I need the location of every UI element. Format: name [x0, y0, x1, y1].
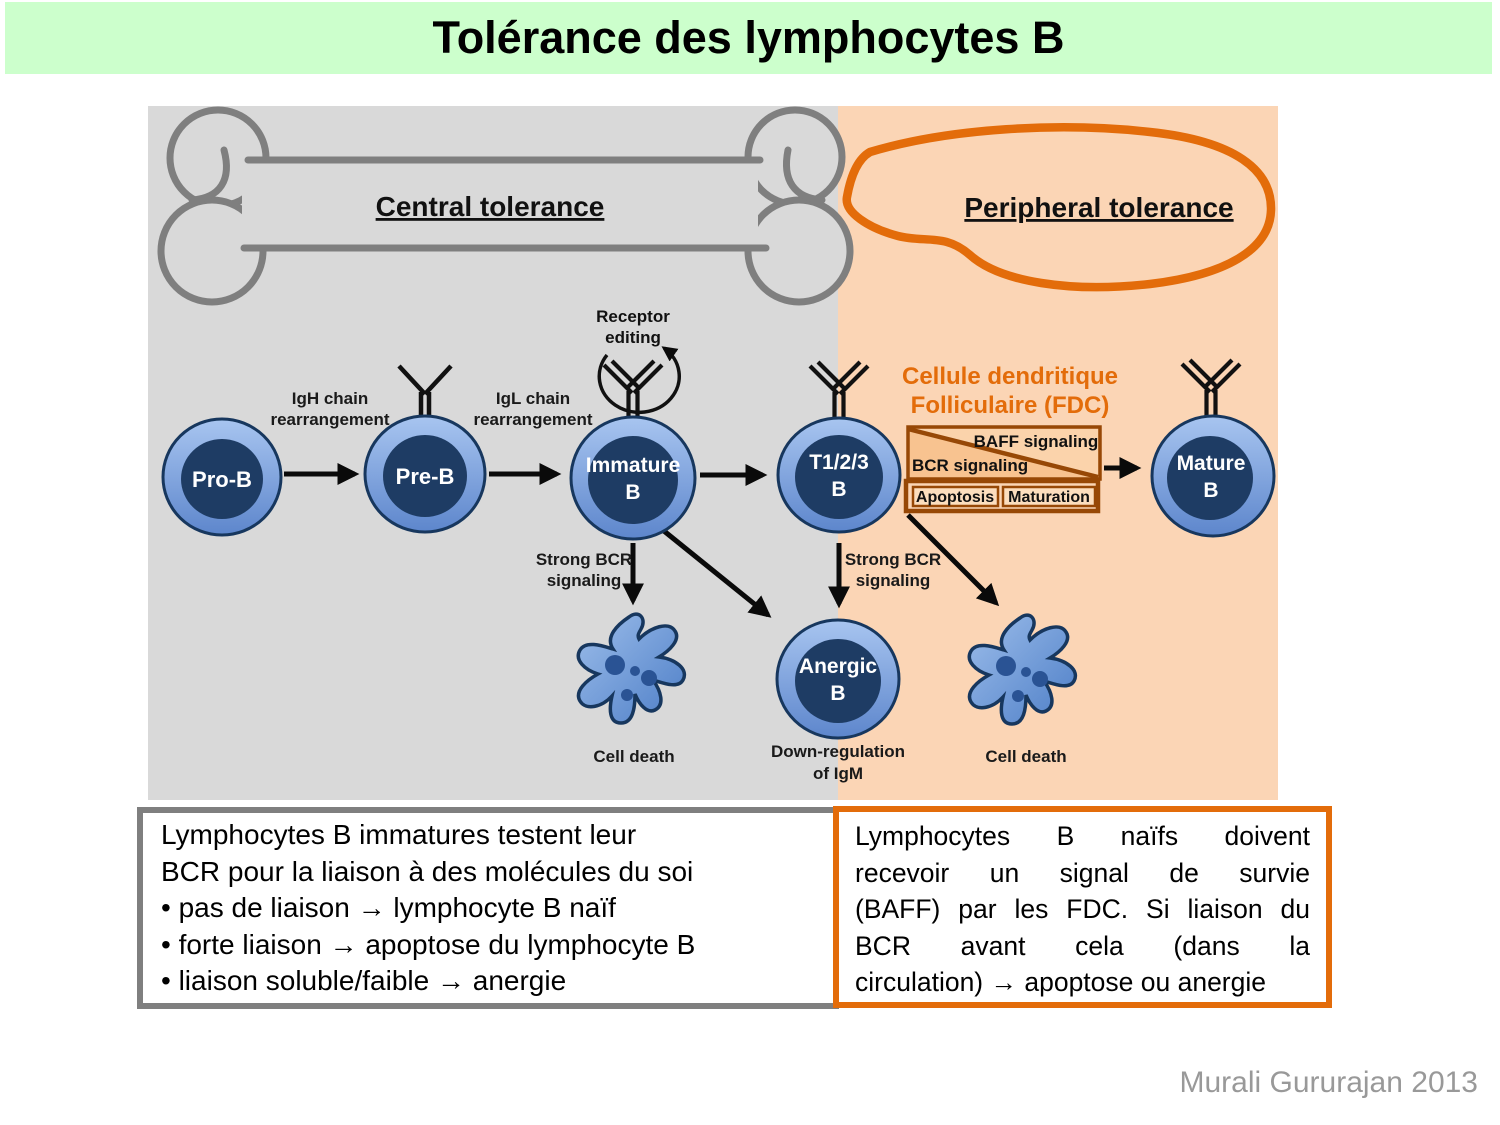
receptor-editing-label: editing	[605, 328, 661, 347]
cell-label: B	[830, 682, 845, 705]
fdc-title: Folliculaire (FDC)	[911, 392, 1110, 419]
cell-label: Immature	[586, 454, 681, 477]
cell-death-left-label: Cell death	[593, 747, 674, 766]
cell-mature-b: Mature B	[1150, 414, 1276, 538]
flow-arrows	[284, 456, 1142, 618]
cell-label: Mature	[1177, 452, 1246, 475]
note-line: BCR avant cela (dans la	[855, 930, 1310, 961]
note-line: BCR pour la liaison à des molécules du s…	[161, 855, 694, 887]
note-line: Lymphocytes B immatures testent leur	[161, 819, 637, 850]
cell-immature-b: Immature B	[569, 415, 697, 541]
cell-label: T1/2/3	[809, 451, 869, 474]
apoptosis-label: Apoptosis	[916, 489, 994, 506]
note-line: • liaison soluble/faible → anergie	[161, 965, 567, 996]
attribution: Murali Gururajan 2013	[1179, 1066, 1479, 1099]
strong-bcr-right-label: Strong BCR	[845, 550, 941, 569]
signal-diagonal	[907, 426, 1099, 480]
receptor-editing-label: Receptor	[596, 307, 670, 326]
downregulation-label: Down-regulation	[771, 742, 905, 761]
receptor-editing-loop: Receptor editing	[596, 307, 682, 415]
maturation-label: Maturation	[1008, 489, 1090, 506]
downregulation-label: of IgM	[813, 764, 863, 783]
igh-chain-label: IgH chain	[292, 389, 369, 408]
note-line: • pas de liaison → lymphocyte B naïf	[161, 892, 616, 923]
cell-label: Pro-B	[192, 467, 252, 492]
note-line: (BAFF) par les FDC. Si liaison du	[855, 894, 1310, 924]
note-line: recevoir un signal de survie	[855, 857, 1310, 888]
apoptosis-box	[911, 485, 1000, 508]
cell-label: Pre-B	[396, 464, 455, 489]
central-tolerance-note: Lymphocytes B immatures testent leur BCR…	[137, 807, 839, 1009]
peripheral-blob-outline	[842, 123, 1276, 292]
maturation-box	[1001, 485, 1097, 508]
note-line: Lymphocytes B naïfs doivent	[855, 821, 1310, 851]
cell-pro-b: Pro-B	[161, 417, 283, 537]
cell-anergic-b: Anergic B	[775, 618, 901, 740]
strong-bcr-right-label: signaling	[856, 571, 931, 590]
peripheral-tolerance-label: Peripheral tolerance	[964, 192, 1233, 223]
strong-bcr-left-label: Strong BCR	[536, 550, 632, 569]
igl-chain-label: IgL chain	[496, 389, 570, 408]
title-bar: Tolérance des lymphocytes B	[5, 2, 1492, 74]
cell-t123-b: T1/2/3 B	[776, 416, 902, 534]
cell-label: B	[1203, 479, 1218, 502]
igl-chain-label: rearrangement	[473, 410, 592, 429]
cell-label: Anergic	[799, 655, 878, 678]
central-tolerance-label: Central tolerance	[376, 191, 605, 222]
note-line: • forte liaison → apoptose du lymphocyte…	[161, 928, 696, 960]
cell-death-right-label: Cell death	[985, 747, 1066, 766]
note-line: circulation) → apoptose ou anergie	[855, 967, 1266, 997]
fdc-annotation: Cellule dendritique Folliculaire (FDC) B…	[902, 363, 1118, 514]
igh-chain-label: rearrangement	[270, 410, 389, 429]
bone-marrow-icon	[157, 106, 854, 306]
cell-label: B	[625, 481, 640, 504]
cell-pre-b: Pre-B	[363, 414, 487, 534]
strong-bcr-left-label: signaling	[547, 571, 622, 590]
page-title: Tolérance des lymphocytes B	[432, 12, 1065, 63]
peripheral-tolerance-note: Lymphocytes B naïfs doivent recevoir un …	[833, 806, 1332, 1008]
cell-label: B	[831, 478, 846, 501]
fdc-title: Cellule dendritique	[902, 363, 1118, 390]
bcr-signaling-label: BCR signaling	[912, 456, 1028, 475]
baff-signaling-label: BAFF signaling	[974, 432, 1099, 451]
